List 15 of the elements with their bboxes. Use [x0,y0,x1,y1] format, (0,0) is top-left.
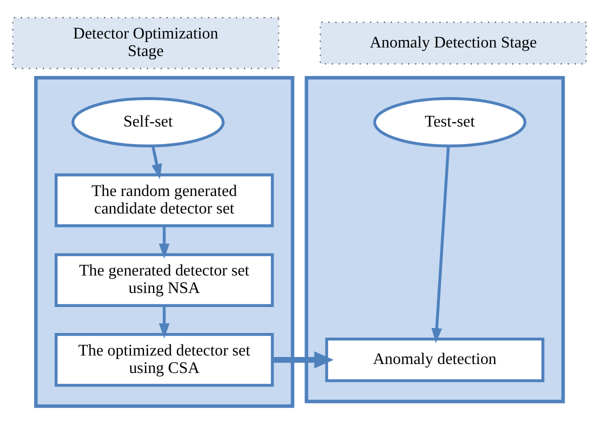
node-box: The generated detector set using NSA [54,252,274,306]
arrow [431,145,450,343]
arrow [158,305,170,338]
arrow [272,350,334,368]
arrow [158,225,170,258]
node-ellipse: Test-set [373,96,526,147]
arrow [151,145,162,179]
node-box: The random generated candidate detector set [54,172,274,227]
node-ellipse: Self-set [71,96,225,147]
node-box: The optimized detector set using CSA [54,332,274,386]
cluster [304,76,565,403]
node-box: Anomaly detection [325,337,544,382]
cluster [34,76,294,408]
node-box: Detector Optimization Stage [12,16,280,69]
node-box: Anomaly Detection Stage [320,21,587,64]
